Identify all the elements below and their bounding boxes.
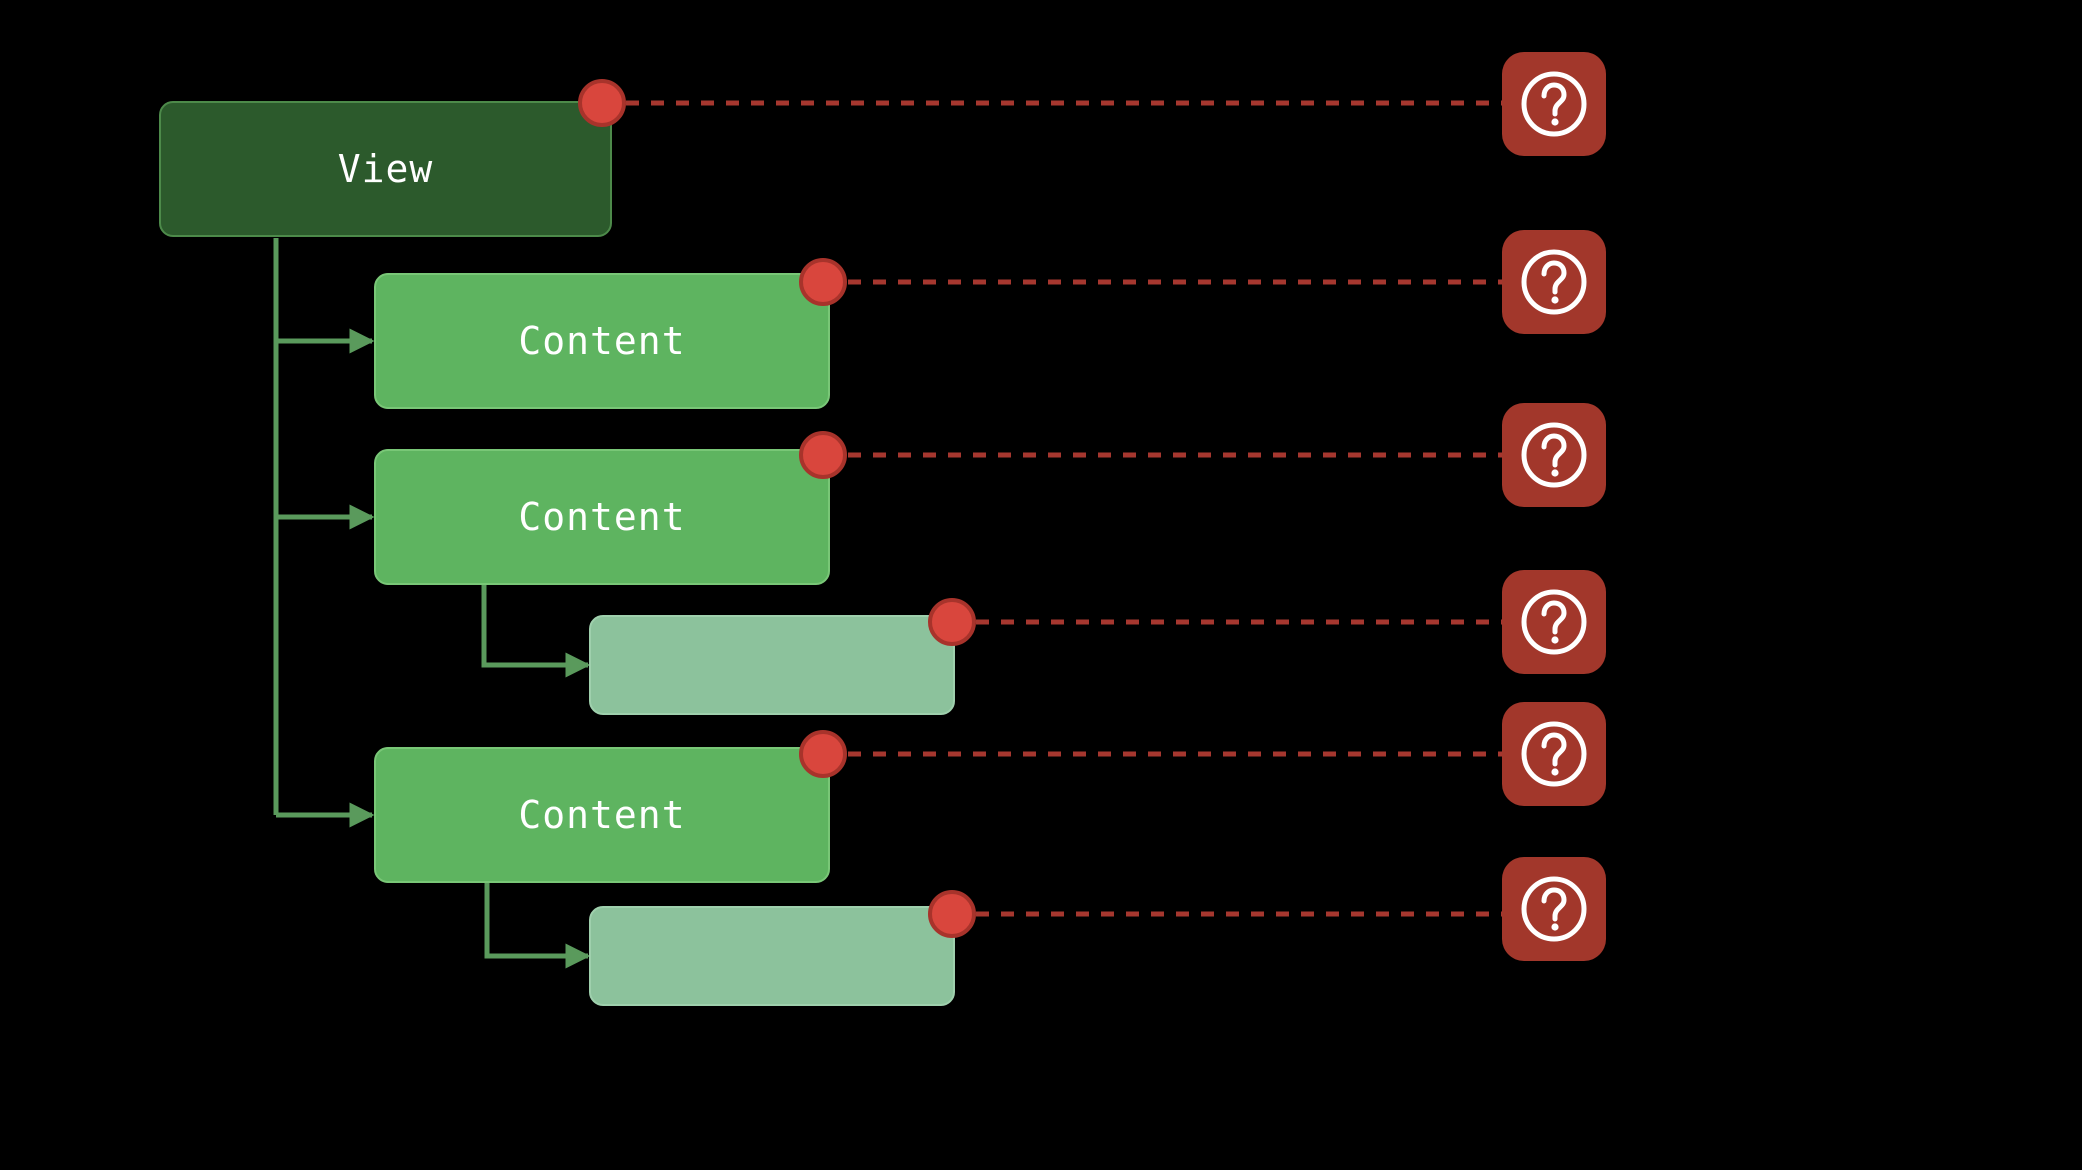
question-mark-icon [1521,422,1587,488]
marker-dot-content-1 [799,258,847,306]
question-mark-icon [1521,876,1587,942]
question-badge-6 [1502,857,1606,961]
question-badge-1 [1502,52,1606,156]
content-node-2: Content [374,449,830,585]
leaf-node-1 [589,615,955,715]
question-badge-5 [1502,702,1606,806]
content-node-label: Content [518,319,686,363]
question-mark-icon [1521,249,1587,315]
marker-dot-leaf-1 [928,598,976,646]
leaf-node-2 [589,906,955,1006]
question-badge-3 [1502,403,1606,507]
content-node-label: Content [518,793,686,837]
question-mark-icon [1521,589,1587,655]
content-node-3: Content [374,747,830,883]
marker-dot-content-2 [799,431,847,479]
marker-dot-leaf-2 [928,890,976,938]
arrow-to-leaf-1 [481,585,591,678]
marker-dot-content-3 [799,730,847,778]
content-node-1: Content [374,273,830,409]
view-node-label: View [337,147,434,191]
marker-dot-view [578,79,626,127]
arrow-to-leaf-2 [484,882,591,969]
question-mark-icon [1521,721,1587,787]
question-mark-icon [1521,71,1587,137]
question-badge-4 [1502,570,1606,674]
view-node: View [159,101,612,237]
content-node-label: Content [518,495,686,539]
question-badge-2 [1502,230,1606,334]
